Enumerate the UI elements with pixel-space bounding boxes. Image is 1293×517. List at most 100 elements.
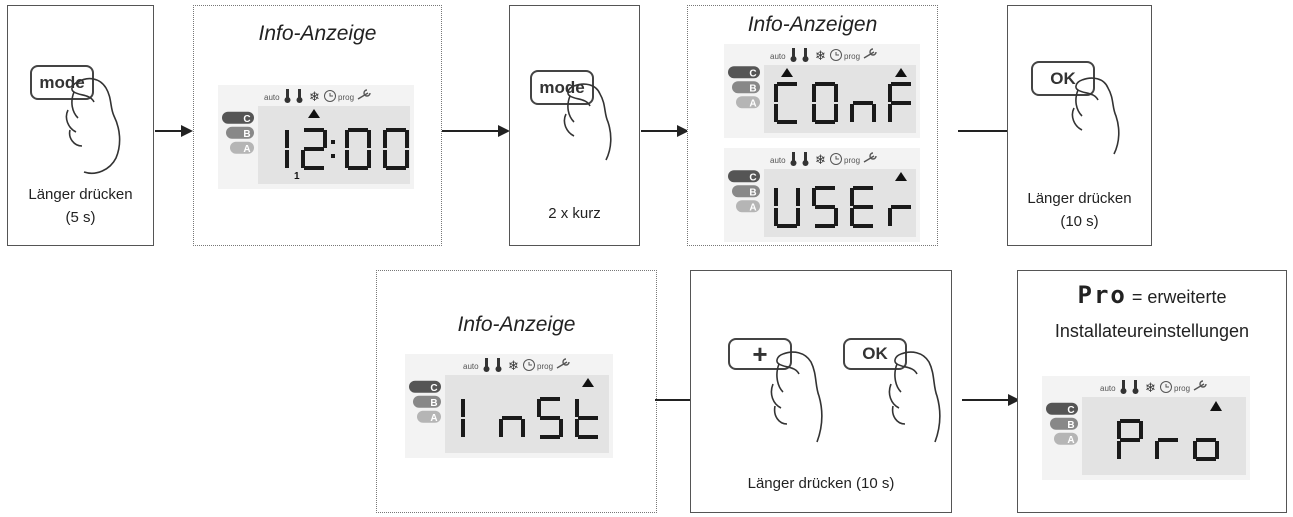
arrow-1-icon bbox=[155, 125, 193, 137]
segment-e bbox=[461, 419, 465, 437]
segment-g bbox=[815, 205, 835, 209]
segment-g bbox=[1120, 438, 1140, 442]
level-badge-c bbox=[409, 380, 441, 393]
segment-a bbox=[891, 82, 911, 86]
segment-c bbox=[834, 208, 838, 226]
segment-c bbox=[1215, 441, 1219, 459]
segment-g bbox=[1158, 438, 1178, 442]
wrench-icon bbox=[1193, 380, 1207, 391]
level-badge-c bbox=[728, 170, 760, 183]
segment-b bbox=[1139, 421, 1143, 439]
segment-e bbox=[774, 208, 778, 226]
segment-f bbox=[812, 188, 816, 206]
thermometer-cold-icon bbox=[497, 358, 500, 368]
step-7-panel: + OK Länger drücken (10 s) bbox=[690, 270, 952, 513]
segment-g bbox=[853, 205, 873, 209]
level-label-b: B bbox=[430, 398, 437, 409]
indicator-triangle bbox=[895, 68, 907, 77]
level-label-a: A bbox=[749, 98, 756, 109]
prog-label: prog bbox=[338, 93, 354, 102]
clock-icon bbox=[830, 49, 842, 61]
segment-g bbox=[891, 101, 911, 105]
lcd-digit bbox=[461, 399, 465, 437]
step-3-panel: mode 2 x kurz bbox=[509, 5, 640, 246]
level-label-c: C bbox=[430, 383, 437, 394]
prog-label: prog bbox=[1174, 384, 1190, 393]
thermometer-hot-icon bbox=[1122, 380, 1125, 390]
pressing-hand-icon bbox=[770, 351, 823, 443]
lcd-digit bbox=[812, 186, 838, 228]
segment-b bbox=[796, 188, 800, 206]
segment-e bbox=[1117, 441, 1121, 459]
segment-e bbox=[812, 104, 816, 122]
level-badge-b bbox=[413, 395, 441, 408]
segment-e bbox=[345, 150, 349, 168]
segment-c bbox=[796, 208, 800, 226]
lcd-digit bbox=[285, 130, 289, 168]
pressing-hand-icon bbox=[65, 77, 121, 174]
segment-e bbox=[499, 419, 503, 437]
arrow-6-icon bbox=[962, 394, 1020, 406]
level-label-a: A bbox=[430, 413, 437, 424]
thermometer-cold-icon bbox=[1134, 380, 1137, 390]
step-5-caption-line2: (10 s) bbox=[1060, 213, 1099, 230]
level-label-a: A bbox=[749, 202, 756, 213]
segment-e bbox=[383, 150, 387, 168]
prog-label: prog bbox=[537, 362, 553, 371]
step-2-title: Info-Anzeige bbox=[258, 22, 377, 45]
segment-e bbox=[774, 104, 778, 122]
level-badge-a bbox=[1054, 432, 1078, 445]
segment-c bbox=[834, 104, 838, 122]
pro-heading-line2: Installateureinstellungen bbox=[1054, 321, 1250, 341]
lcd-digit bbox=[345, 128, 371, 170]
indicator-triangle bbox=[895, 172, 907, 181]
step-6-title: Info-Anzeige bbox=[457, 313, 576, 336]
lcd-digit bbox=[1193, 438, 1219, 461]
step-5-caption-line1: Länger drücken bbox=[1027, 190, 1132, 207]
lcd-digit bbox=[537, 397, 563, 439]
prog-label: prog bbox=[844, 156, 860, 165]
segment-a bbox=[853, 186, 873, 190]
auto-label: auto bbox=[770, 156, 786, 165]
snowflake-icon: ❄ bbox=[1145, 381, 1156, 396]
lcd-digit bbox=[575, 399, 598, 439]
ok-button[interactable]: OK bbox=[1031, 61, 1095, 96]
level-label-c: C bbox=[1067, 405, 1074, 416]
segment-d bbox=[540, 435, 560, 439]
indicator-triangle bbox=[781, 68, 793, 77]
segment-d bbox=[815, 224, 835, 228]
thermometer-cold-icon bbox=[298, 89, 301, 99]
segment-b bbox=[834, 84, 838, 102]
step-4-title: Info-Anzeigen bbox=[747, 13, 878, 36]
segment-e bbox=[850, 208, 854, 226]
segment-c bbox=[285, 150, 289, 168]
segment-g bbox=[891, 205, 911, 209]
small-digit: 1 bbox=[294, 171, 300, 182]
segment-e bbox=[850, 104, 854, 122]
mode-button[interactable]: mode bbox=[30, 65, 94, 100]
segment-c bbox=[872, 104, 876, 122]
level-badge-c bbox=[1046, 402, 1078, 415]
segment-g bbox=[304, 147, 324, 151]
segment-a bbox=[815, 82, 835, 86]
prog-label: prog bbox=[844, 52, 860, 61]
level-badge-a bbox=[417, 410, 441, 423]
step-3-caption: 2 x kurz bbox=[548, 205, 601, 222]
lcd-screen bbox=[258, 106, 410, 184]
segment-d bbox=[777, 224, 797, 228]
snowflake-icon: ❄ bbox=[815, 49, 826, 64]
indicator-triangle bbox=[582, 378, 594, 387]
segment-f bbox=[774, 188, 778, 206]
level-badge-c bbox=[728, 66, 760, 79]
mode-button[interactable]: mode bbox=[530, 70, 594, 105]
level-label-b: B bbox=[243, 129, 250, 140]
lcd-digit bbox=[774, 188, 800, 228]
segment-f bbox=[461, 399, 465, 417]
segment-e bbox=[888, 208, 892, 226]
segment-f bbox=[1117, 421, 1121, 439]
segment-a bbox=[304, 128, 324, 132]
segment-d bbox=[578, 435, 598, 439]
lcd-digit bbox=[499, 416, 525, 437]
